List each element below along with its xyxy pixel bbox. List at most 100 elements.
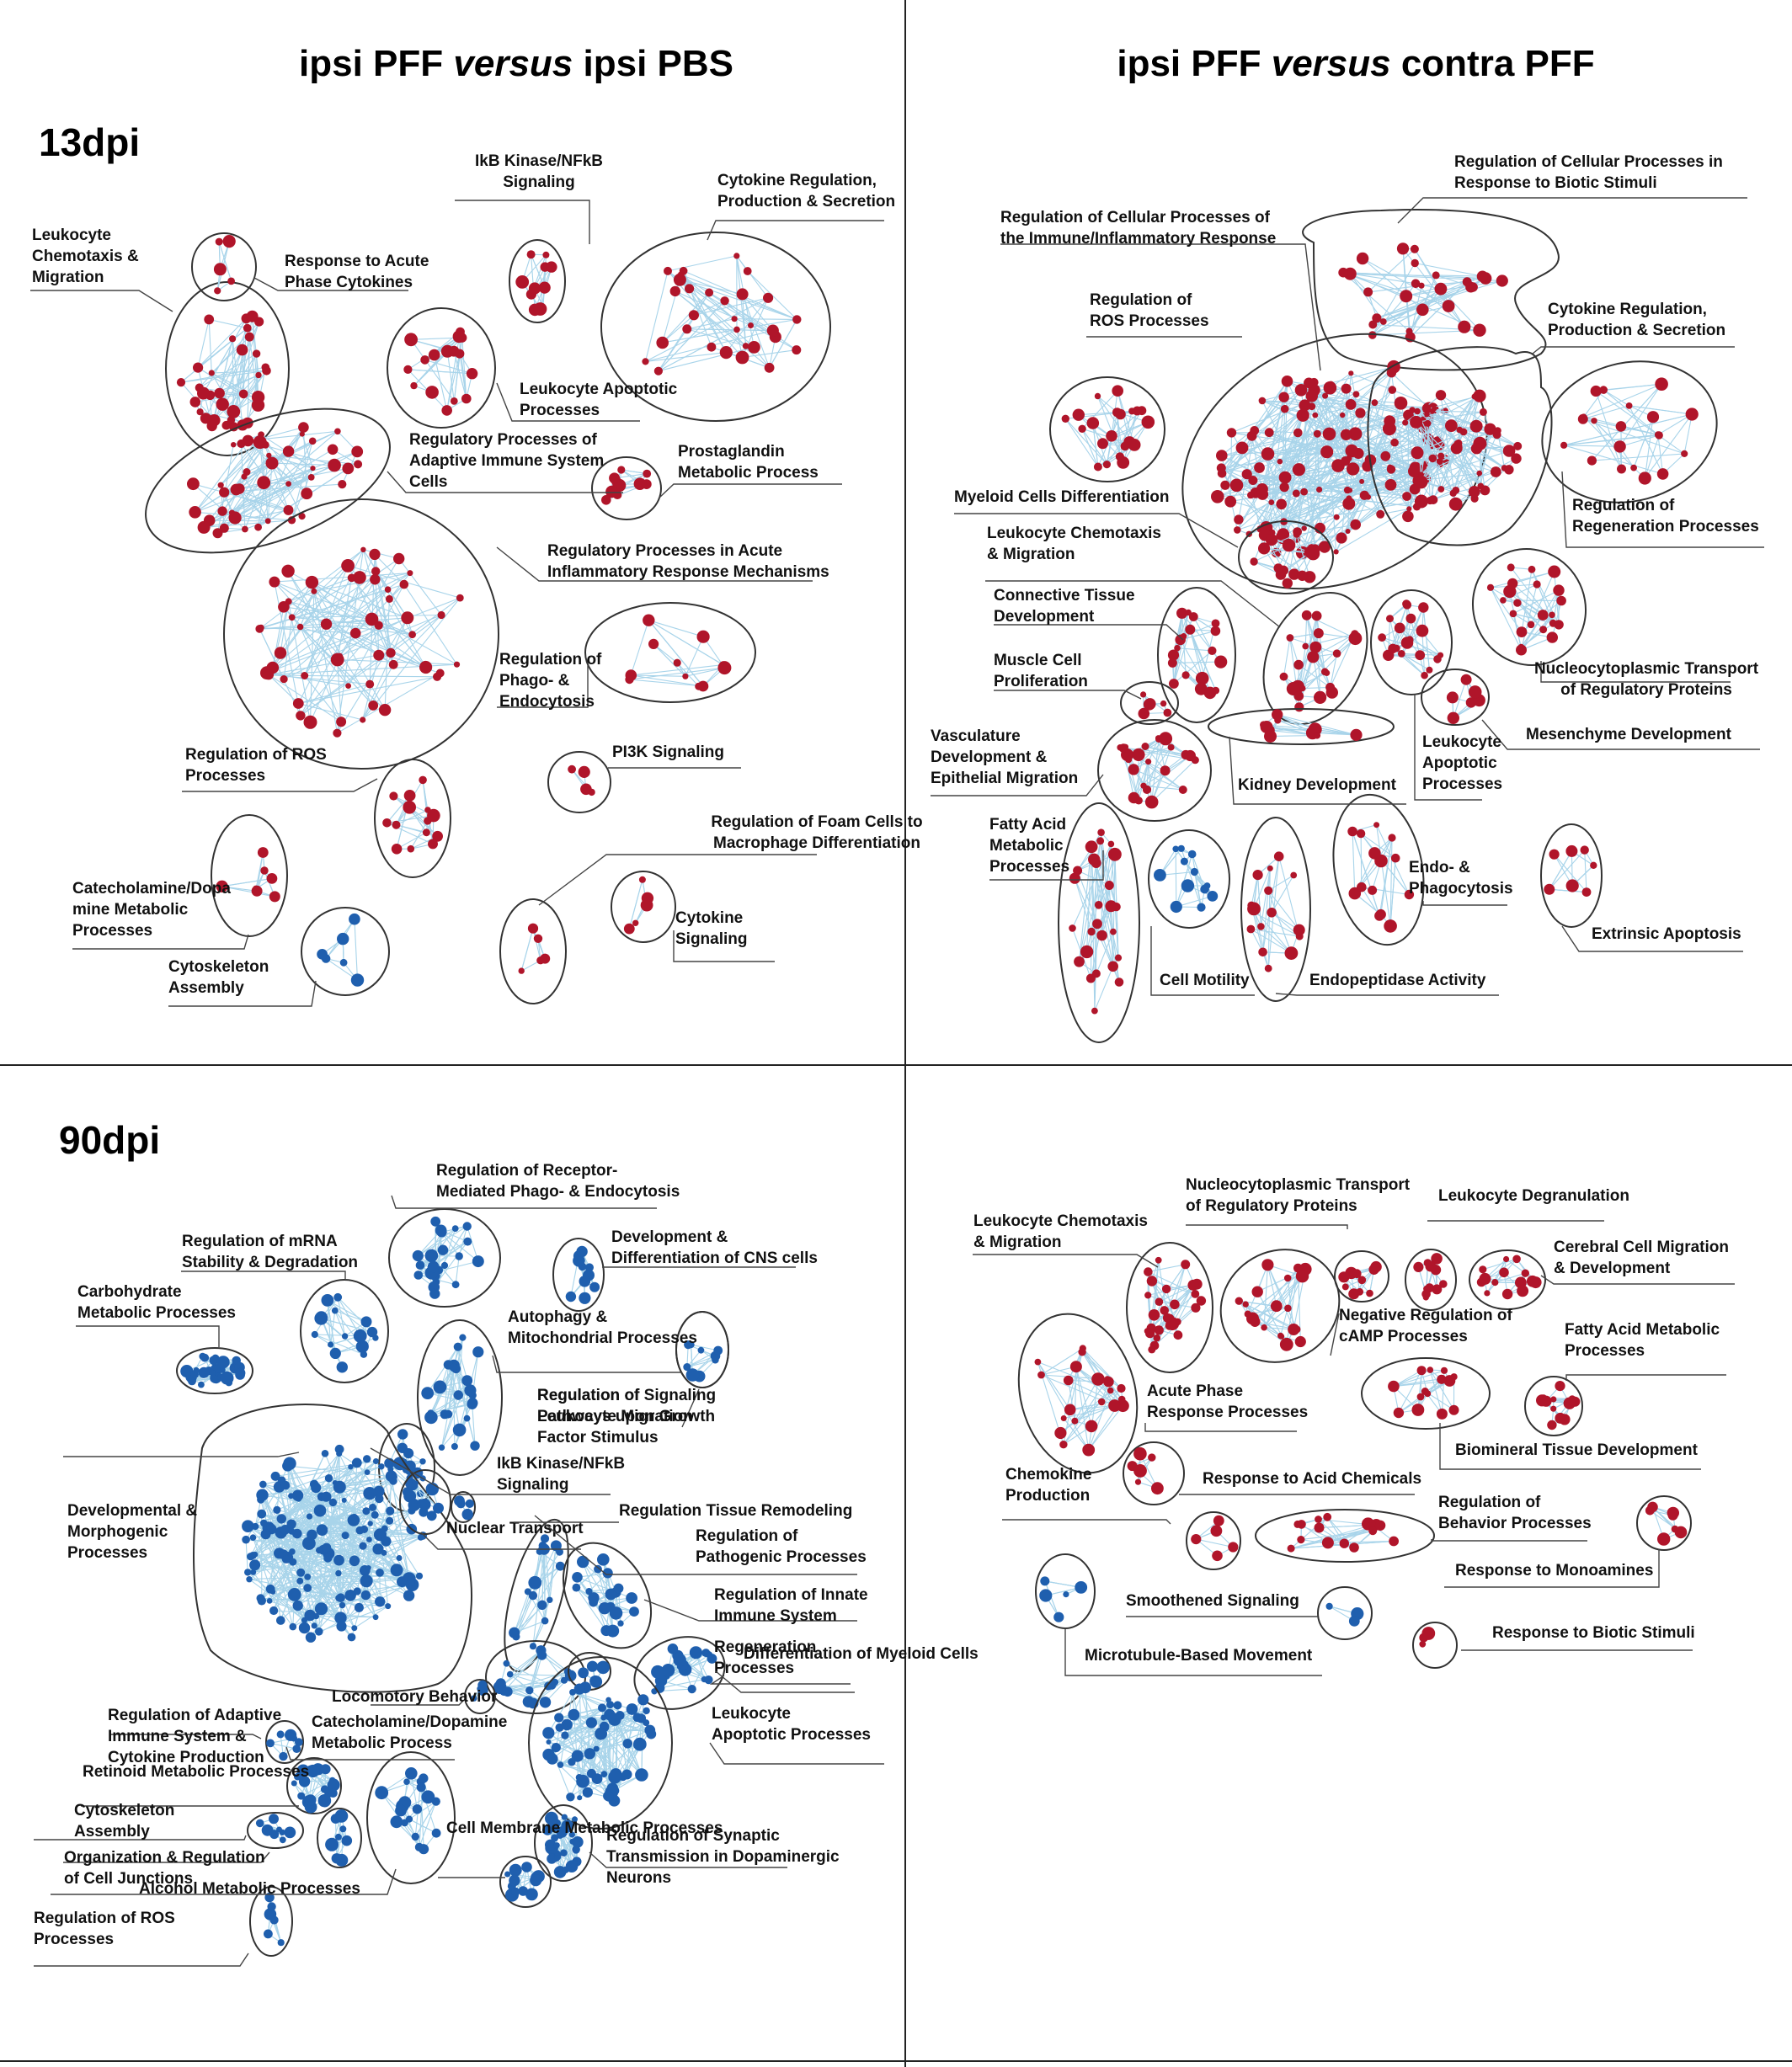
- network-node: [374, 621, 383, 630]
- cluster-boundary: [1332, 793, 1425, 946]
- network-node: [717, 661, 732, 675]
- cluster-boundary: [1120, 681, 1179, 725]
- network-edge: [1380, 508, 1410, 515]
- network-edge: [1563, 445, 1663, 475]
- network-node: [1333, 514, 1340, 520]
- network-node: [1406, 506, 1412, 512]
- network-node: [378, 1463, 385, 1470]
- network-node: [506, 1670, 514, 1678]
- network-node: [1425, 1260, 1437, 1272]
- network-node: [731, 316, 738, 322]
- network-edge: [558, 1707, 603, 1718]
- cluster-boundary: [584, 602, 756, 703]
- network-node: [419, 1773, 429, 1783]
- network-node: [1091, 969, 1101, 978]
- cluster-bl5: [417, 1319, 503, 1476]
- network-node: [437, 1244, 449, 1255]
- network-node: [1685, 408, 1699, 421]
- network-edge: [337, 1297, 361, 1337]
- network-node: [1106, 430, 1117, 442]
- network-node: [1191, 1303, 1201, 1313]
- network-node: [688, 310, 700, 321]
- network-node: [644, 1724, 656, 1736]
- network-node: [1282, 578, 1293, 589]
- cluster-bl11: [451, 1491, 476, 1523]
- network-node: [242, 1520, 254, 1532]
- network-node: [1073, 866, 1083, 876]
- network-node: [254, 317, 264, 327]
- network-node: [403, 801, 417, 814]
- network-node: [1288, 568, 1300, 580]
- network-node: [1580, 845, 1589, 855]
- network-node: [1413, 1261, 1424, 1272]
- network-node: [320, 1764, 331, 1775]
- network-node: [244, 332, 254, 342]
- network-node: [198, 1381, 205, 1388]
- network-node: [410, 381, 418, 390]
- network-edge: [1283, 463, 1426, 523]
- network-clusters: [145, 209, 1718, 1957]
- network-node: [437, 610, 445, 620]
- network-node: [397, 1429, 408, 1440]
- network-node: [258, 624, 264, 631]
- network-edge: [413, 337, 463, 386]
- cluster-boundary: [552, 1238, 605, 1312]
- network-node: [1224, 495, 1237, 508]
- cluster-tr13: [1208, 708, 1395, 745]
- network-edge: [288, 577, 352, 602]
- network-node: [1414, 494, 1428, 509]
- network-node: [336, 717, 347, 727]
- network-node: [413, 1271, 424, 1280]
- network-node: [667, 1643, 679, 1654]
- network-node: [664, 266, 672, 275]
- network-node: [1348, 1288, 1360, 1300]
- timepoint-13dpi: 13dpi: [39, 120, 140, 164]
- network-node: [1268, 499, 1275, 505]
- network-node: [637, 1694, 649, 1706]
- network-node: [425, 386, 439, 399]
- network-node: [1097, 1398, 1106, 1406]
- network-node: [1200, 884, 1209, 894]
- network-node: [1468, 685, 1482, 699]
- network-edge: [1098, 854, 1116, 905]
- network-node: [347, 573, 356, 583]
- network-edge: [392, 615, 442, 665]
- network-node: [320, 618, 333, 630]
- network-node: [1261, 447, 1275, 461]
- network-node: [735, 350, 749, 365]
- network-node: [1313, 628, 1324, 639]
- network-node: [553, 1842, 560, 1849]
- network-node: [1528, 565, 1536, 573]
- network-node: [568, 764, 576, 774]
- network-node: [1656, 468, 1669, 480]
- network-node: [626, 1703, 638, 1715]
- network-edge: [1078, 414, 1126, 447]
- cluster-boundary: [1097, 719, 1212, 822]
- network-node: [1537, 610, 1549, 621]
- network-node: [401, 611, 414, 625]
- network-edge: [742, 294, 747, 346]
- network-edge: [1108, 885, 1114, 967]
- network-edge: [1297, 492, 1305, 532]
- network-node: [315, 1311, 328, 1324]
- network-node: [217, 506, 227, 516]
- network-node: [1132, 406, 1142, 416]
- network-node: [1264, 886, 1273, 895]
- network-node: [1107, 1387, 1114, 1394]
- network-edge: [1342, 272, 1410, 332]
- network-edge: [1421, 274, 1437, 310]
- network-edge: [283, 606, 374, 706]
- network-node: [1086, 417, 1100, 429]
- network-node: [1117, 744, 1123, 751]
- network-node: [289, 1558, 297, 1566]
- network-node: [1114, 954, 1123, 962]
- network-node: [719, 346, 733, 360]
- network-edge: [1133, 747, 1172, 798]
- network-node: [1439, 1280, 1448, 1288]
- network-edge: [219, 349, 243, 394]
- network-node: [342, 462, 355, 475]
- cluster-tl6: [145, 408, 391, 554]
- cluster-boundary: [165, 281, 290, 456]
- network-node: [1117, 1395, 1126, 1404]
- network-node: [1402, 510, 1414, 523]
